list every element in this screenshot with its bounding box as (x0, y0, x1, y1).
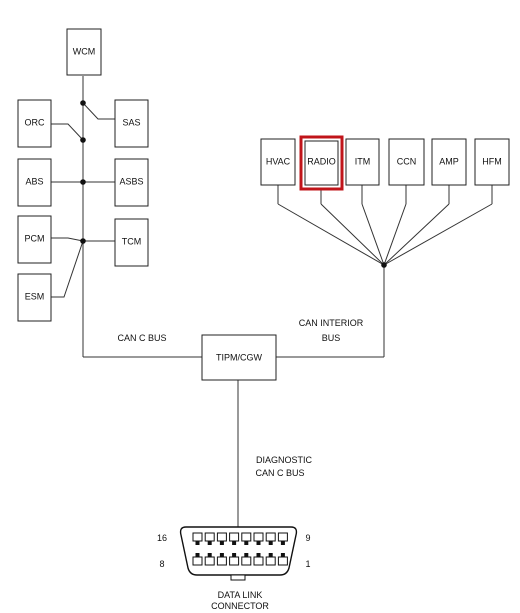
connector-pin-bottom (277, 556, 288, 566)
gateway-label: TIPM/CGW (216, 352, 262, 362)
module-tcm-label: TCM (122, 236, 142, 246)
module-itm: ITM (345, 138, 380, 186)
connector-pin-contact (195, 541, 200, 545)
connector-pin-contact (219, 541, 224, 545)
connector-pin-contact (280, 553, 285, 557)
connector-pin-contact (244, 541, 249, 545)
module-hfm-label: HFM (482, 156, 502, 166)
module-asbs: ASBS (114, 158, 149, 207)
module-asbs-label: ASBS (119, 176, 143, 186)
connector-pin-top (265, 532, 276, 542)
connector-pin-bottom (241, 556, 252, 566)
connector-pin-contact (256, 541, 261, 545)
junction-dots (80, 100, 387, 268)
module-ccn: CCN (388, 138, 425, 186)
module-ccn-label: CCN (397, 156, 417, 166)
connector-pins (192, 532, 288, 566)
connector-pin-top (253, 532, 264, 542)
can-c-bus-label: CAN C BUS (117, 333, 166, 343)
connector-pin-bottom (204, 556, 215, 566)
module-abs-label: ABS (25, 176, 43, 186)
module-wcm: WCM (66, 28, 102, 76)
module-amp: AMP (431, 138, 467, 186)
module-itm-label: ITM (355, 156, 371, 166)
module-orc: ORC (17, 99, 52, 148)
connector-pin-contact (207, 553, 212, 557)
connector-title-line1: DATA LINK (218, 590, 263, 600)
connector-pin-contact (244, 553, 249, 557)
connector-pin-contact (207, 541, 212, 545)
can-interior-bus-wires (276, 185, 493, 358)
diagnostic-bus-label-line2: CAN C BUS (255, 468, 304, 478)
connector-pin-contact (256, 553, 261, 557)
module-hfm: HFM (474, 138, 510, 186)
module-esm: ESM (17, 273, 52, 322)
module-sas: SAS (114, 99, 149, 148)
connector-pin-top (277, 532, 288, 542)
connector-pin-bottom (229, 556, 240, 566)
module-tcm: TCM (114, 218, 149, 267)
module-pcm-label: PCM (25, 233, 45, 243)
diagnostic-bus-label-line1: DIAGNOSTIC (256, 455, 313, 465)
connector-pin-contact (232, 553, 237, 557)
module-esm-label: ESM (25, 291, 45, 301)
connector-pin-top (216, 532, 227, 542)
pin-16-label: 16 (157, 533, 167, 543)
connector-title-line2: CONNECTOR (211, 601, 269, 611)
connector-pin-top (229, 532, 240, 542)
module-wcm-label: WCM (73, 46, 96, 56)
module-hvac: HVAC (260, 138, 296, 186)
module-sas-label: SAS (122, 117, 140, 127)
module-pcm: PCM (17, 215, 52, 264)
module-hvac-label: HVAC (266, 156, 291, 166)
connector-pin-contact (280, 541, 285, 545)
data-link-connector: 16 9 8 1 (157, 526, 311, 581)
connector-pin-contact (219, 553, 224, 557)
pin-1-label: 1 (305, 559, 310, 569)
module-orc-label: ORC (25, 117, 46, 127)
pin-8-label: 8 (159, 559, 164, 569)
connector-pin-bottom (253, 556, 264, 566)
connector-pin-contact (195, 553, 200, 557)
connector-pin-bottom (192, 556, 203, 566)
connector-pin-bottom (216, 556, 227, 566)
connector-pin-top (241, 532, 252, 542)
connector-pin-bottom (265, 556, 276, 566)
connector-pin-top (192, 532, 203, 542)
connector-pin-top (204, 532, 215, 542)
connector-pin-contact (268, 553, 273, 557)
module-abs: ABS (17, 158, 52, 207)
pin-9-label: 9 (305, 533, 310, 543)
can-interior-bus-label-line2: BUS (322, 333, 341, 343)
connector-pin-contact (268, 541, 273, 545)
module-gateway: TIPM/CGW (201, 334, 277, 381)
module-amp-label: AMP (439, 156, 459, 166)
module-radio-label: RADIO (307, 156, 336, 166)
connector-key-tab (230, 574, 246, 581)
connector-pin-contact (232, 541, 237, 545)
module-radio-highlighted: RADIO (299, 135, 344, 191)
can-interior-bus-label-line1: CAN INTERIOR (299, 318, 364, 328)
